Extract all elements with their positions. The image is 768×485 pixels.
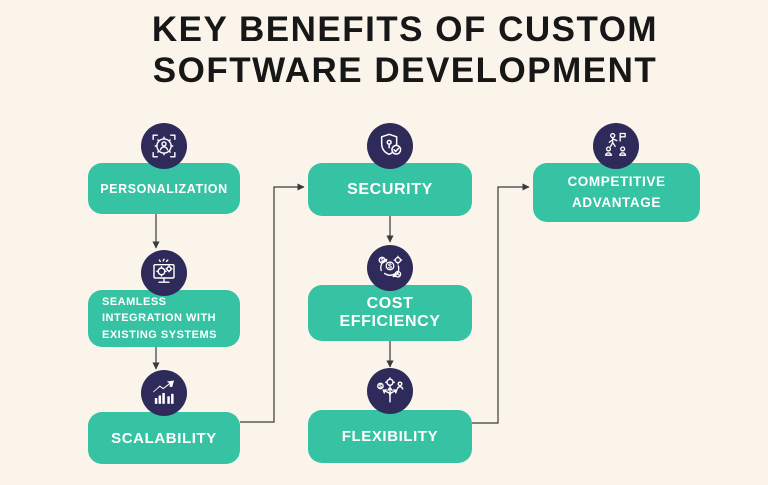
leader-flag-podium-icon: [593, 123, 639, 169]
page-title: KEY BENEFITS OF CUSTOM SOFTWARE DEVELOPM…: [42, 10, 768, 91]
benefit-box-competitive-advantage: COMPETITIVE ADVANTAGE: [533, 163, 700, 222]
node-scalability: SCALABILITY: [88, 370, 240, 464]
shield-check-icon: [367, 123, 413, 169]
benefit-label: COST EFFICIENCY: [339, 295, 441, 330]
svg-text:$: $: [381, 258, 384, 264]
svg-text:$: $: [379, 384, 382, 390]
benefit-box-scalability: SCALABILITY: [88, 412, 240, 464]
benefit-box-flexibility: FLEXIBILITY: [308, 410, 472, 463]
benefit-box-cost-efficiency: COST EFFICIENCY: [308, 285, 472, 341]
benefit-box-personalization: PERSONALIZATION: [88, 163, 240, 214]
person-gear-focus-icon: [141, 123, 187, 169]
node-competitive-advantage: COMPETITIVE ADVANTAGE: [533, 123, 700, 222]
node-flexibility: FLEXIBILITY $: [308, 368, 472, 463]
node-security: SECURITY: [308, 123, 472, 216]
growth-bar-chart-icon: [141, 370, 187, 416]
connector-flexibility-competitive: [472, 183, 530, 424]
benefit-label: COMPETITIVE ADVANTAGE: [567, 174, 666, 210]
benefit-label: SCALABILITY: [111, 429, 217, 447]
connector-scalability-security: [240, 183, 305, 423]
page-title-line2: SOFTWARE DEVELOPMENT: [152, 50, 658, 90]
svg-text:$: $: [388, 263, 392, 271]
benefit-box-security: SECURITY: [308, 163, 472, 216]
money-hand-cycle-icon: $ $: [367, 245, 413, 291]
node-seamless-integration: SEAMLESS INTEGRATION WITH EXISTING SYSTE…: [88, 250, 240, 347]
benefit-label: SEAMLESS INTEGRATION WITH EXISTING SYSTE…: [102, 295, 217, 341]
node-cost-efficiency: COST EFFICIENCY $ $: [308, 245, 472, 341]
node-personalization: PERSONALIZATION: [88, 123, 240, 214]
benefit-box-seamless-integration: SEAMLESS INTEGRATION WITH EXISTING SYSTE…: [88, 290, 240, 347]
page-title-line1: KEY BENEFITS OF CUSTOM: [151, 10, 659, 49]
benefit-label: FLEXIBILITY: [341, 428, 439, 445]
benefit-label: SECURITY: [347, 180, 433, 198]
monitor-gears-icon: [141, 250, 187, 296]
branching-arrows-icon: $: [367, 368, 413, 414]
benefit-label: PERSONALIZATION: [100, 181, 228, 196]
